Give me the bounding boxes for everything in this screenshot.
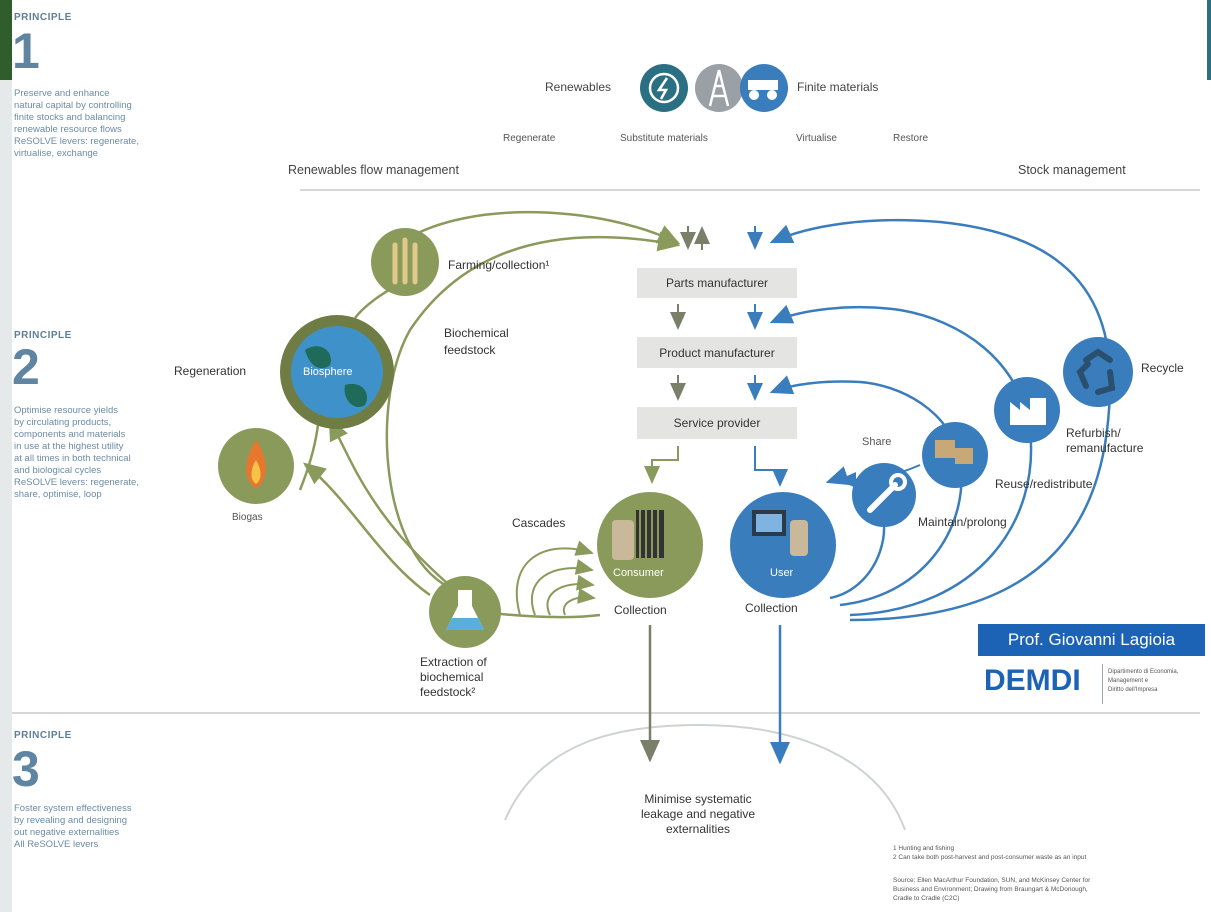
biogas-flame-icon bbox=[218, 428, 294, 504]
left-edge bbox=[0, 0, 12, 912]
farming-label: Farming/collection¹ bbox=[448, 258, 550, 272]
biosphere-globe-icon bbox=[280, 315, 394, 429]
principle-3-label: PRINCIPLE bbox=[14, 730, 72, 741]
reuse-label: Reuse/redistribute bbox=[995, 477, 1093, 491]
source-line-2: Business and Environment; Drawing from B… bbox=[893, 886, 1088, 893]
demdi-badge: Prof. Giovanni Lagioia DEMDI Dipartiment… bbox=[978, 624, 1205, 708]
principle-1-label: PRINCIPLE bbox=[14, 12, 72, 23]
user-icon bbox=[730, 492, 836, 598]
professor-name: Prof. Giovanni Lagioia bbox=[978, 624, 1205, 656]
right-edge-accent bbox=[1207, 0, 1211, 80]
share-label: Share bbox=[862, 436, 892, 448]
parts-manufacturer-box: Parts manufacturer bbox=[637, 268, 797, 298]
renewables-flow-header: Renewables flow management bbox=[288, 163, 459, 177]
renewables-label: Renewables bbox=[545, 80, 612, 94]
cascade-arrow-1 bbox=[515, 540, 594, 616]
oil-derrick-icon bbox=[695, 64, 743, 112]
extraction-to-parts-flow bbox=[385, 231, 681, 592]
user-label: User bbox=[770, 567, 794, 579]
cascade-arrow-3 bbox=[546, 574, 595, 616]
consumer-label: Consumer bbox=[613, 567, 664, 579]
principle-3-number: 3 bbox=[12, 741, 40, 797]
cascades-label: Cascades bbox=[512, 516, 566, 530]
regeneration-label: Regeneration bbox=[174, 364, 247, 378]
refurbish-loop bbox=[769, 304, 1033, 617]
biogas-flow bbox=[303, 462, 431, 597]
principle-2-number: 2 bbox=[12, 339, 40, 395]
cascade-arrow-4 bbox=[562, 587, 596, 616]
mining-truck-icon bbox=[740, 64, 788, 112]
source-line-3: Cradle to Cradle (C2C) bbox=[893, 895, 960, 902]
tech-collection-label: Collection bbox=[745, 601, 798, 615]
principle-1-number: 1 bbox=[12, 23, 40, 79]
bio-collection-label: Collection bbox=[614, 603, 667, 617]
principle-2-label: PRINCIPLE bbox=[14, 330, 72, 341]
service-to-user-arrow bbox=[754, 446, 788, 487]
farming-to-parts-flow bbox=[404, 211, 681, 245]
recycle-icon bbox=[1063, 337, 1133, 407]
recycle-loop bbox=[769, 218, 1112, 622]
biogas-label: Biogas bbox=[232, 512, 263, 523]
footnote-1: 1 Hunting and fishing bbox=[893, 845, 955, 852]
refurbish-label: Refurbish/remanufacture bbox=[1066, 426, 1144, 455]
maintain-wrench-icon bbox=[852, 463, 916, 527]
refurbish-factory-icon bbox=[994, 377, 1060, 443]
service-to-consumer-arrow bbox=[644, 446, 679, 484]
maintain-label: Maintain/prolong bbox=[918, 515, 1007, 529]
cascade-arrow-2 bbox=[530, 559, 594, 616]
source-line-1: Source: Ellen MacArthur Foundation, SUN,… bbox=[893, 877, 1091, 884]
footnote-2: 2 Can take both post-harvest and post-co… bbox=[893, 854, 1087, 861]
recycle-label: Recycle bbox=[1141, 361, 1184, 375]
action-substitute: Substitute materials bbox=[620, 133, 708, 144]
action-restore: Restore bbox=[893, 133, 929, 144]
renewables-icon bbox=[640, 64, 688, 112]
badge-divider bbox=[1102, 664, 1103, 704]
left-edge-accent bbox=[0, 0, 12, 80]
consumer-icon bbox=[597, 492, 703, 598]
extraction-flask-icon bbox=[429, 576, 501, 648]
farming-icon bbox=[371, 228, 439, 296]
stock-management-header: Stock management bbox=[1018, 163, 1126, 177]
action-virtualise: Virtualise bbox=[796, 133, 837, 144]
extraction-to-biosphere-flow bbox=[328, 417, 456, 591]
service-provider-box: Service provider bbox=[637, 407, 797, 439]
demdi-acronym: DEMDI bbox=[984, 664, 1081, 697]
product-manufacturer-box: Product manufacturer bbox=[637, 337, 797, 368]
biosphere-label: Biosphere bbox=[303, 366, 353, 378]
action-regenerate: Regenerate bbox=[503, 133, 556, 144]
reuse-boxes-icon bbox=[922, 422, 988, 488]
finite-materials-label: Finite materials bbox=[797, 80, 879, 94]
leakage-arc bbox=[504, 723, 906, 831]
